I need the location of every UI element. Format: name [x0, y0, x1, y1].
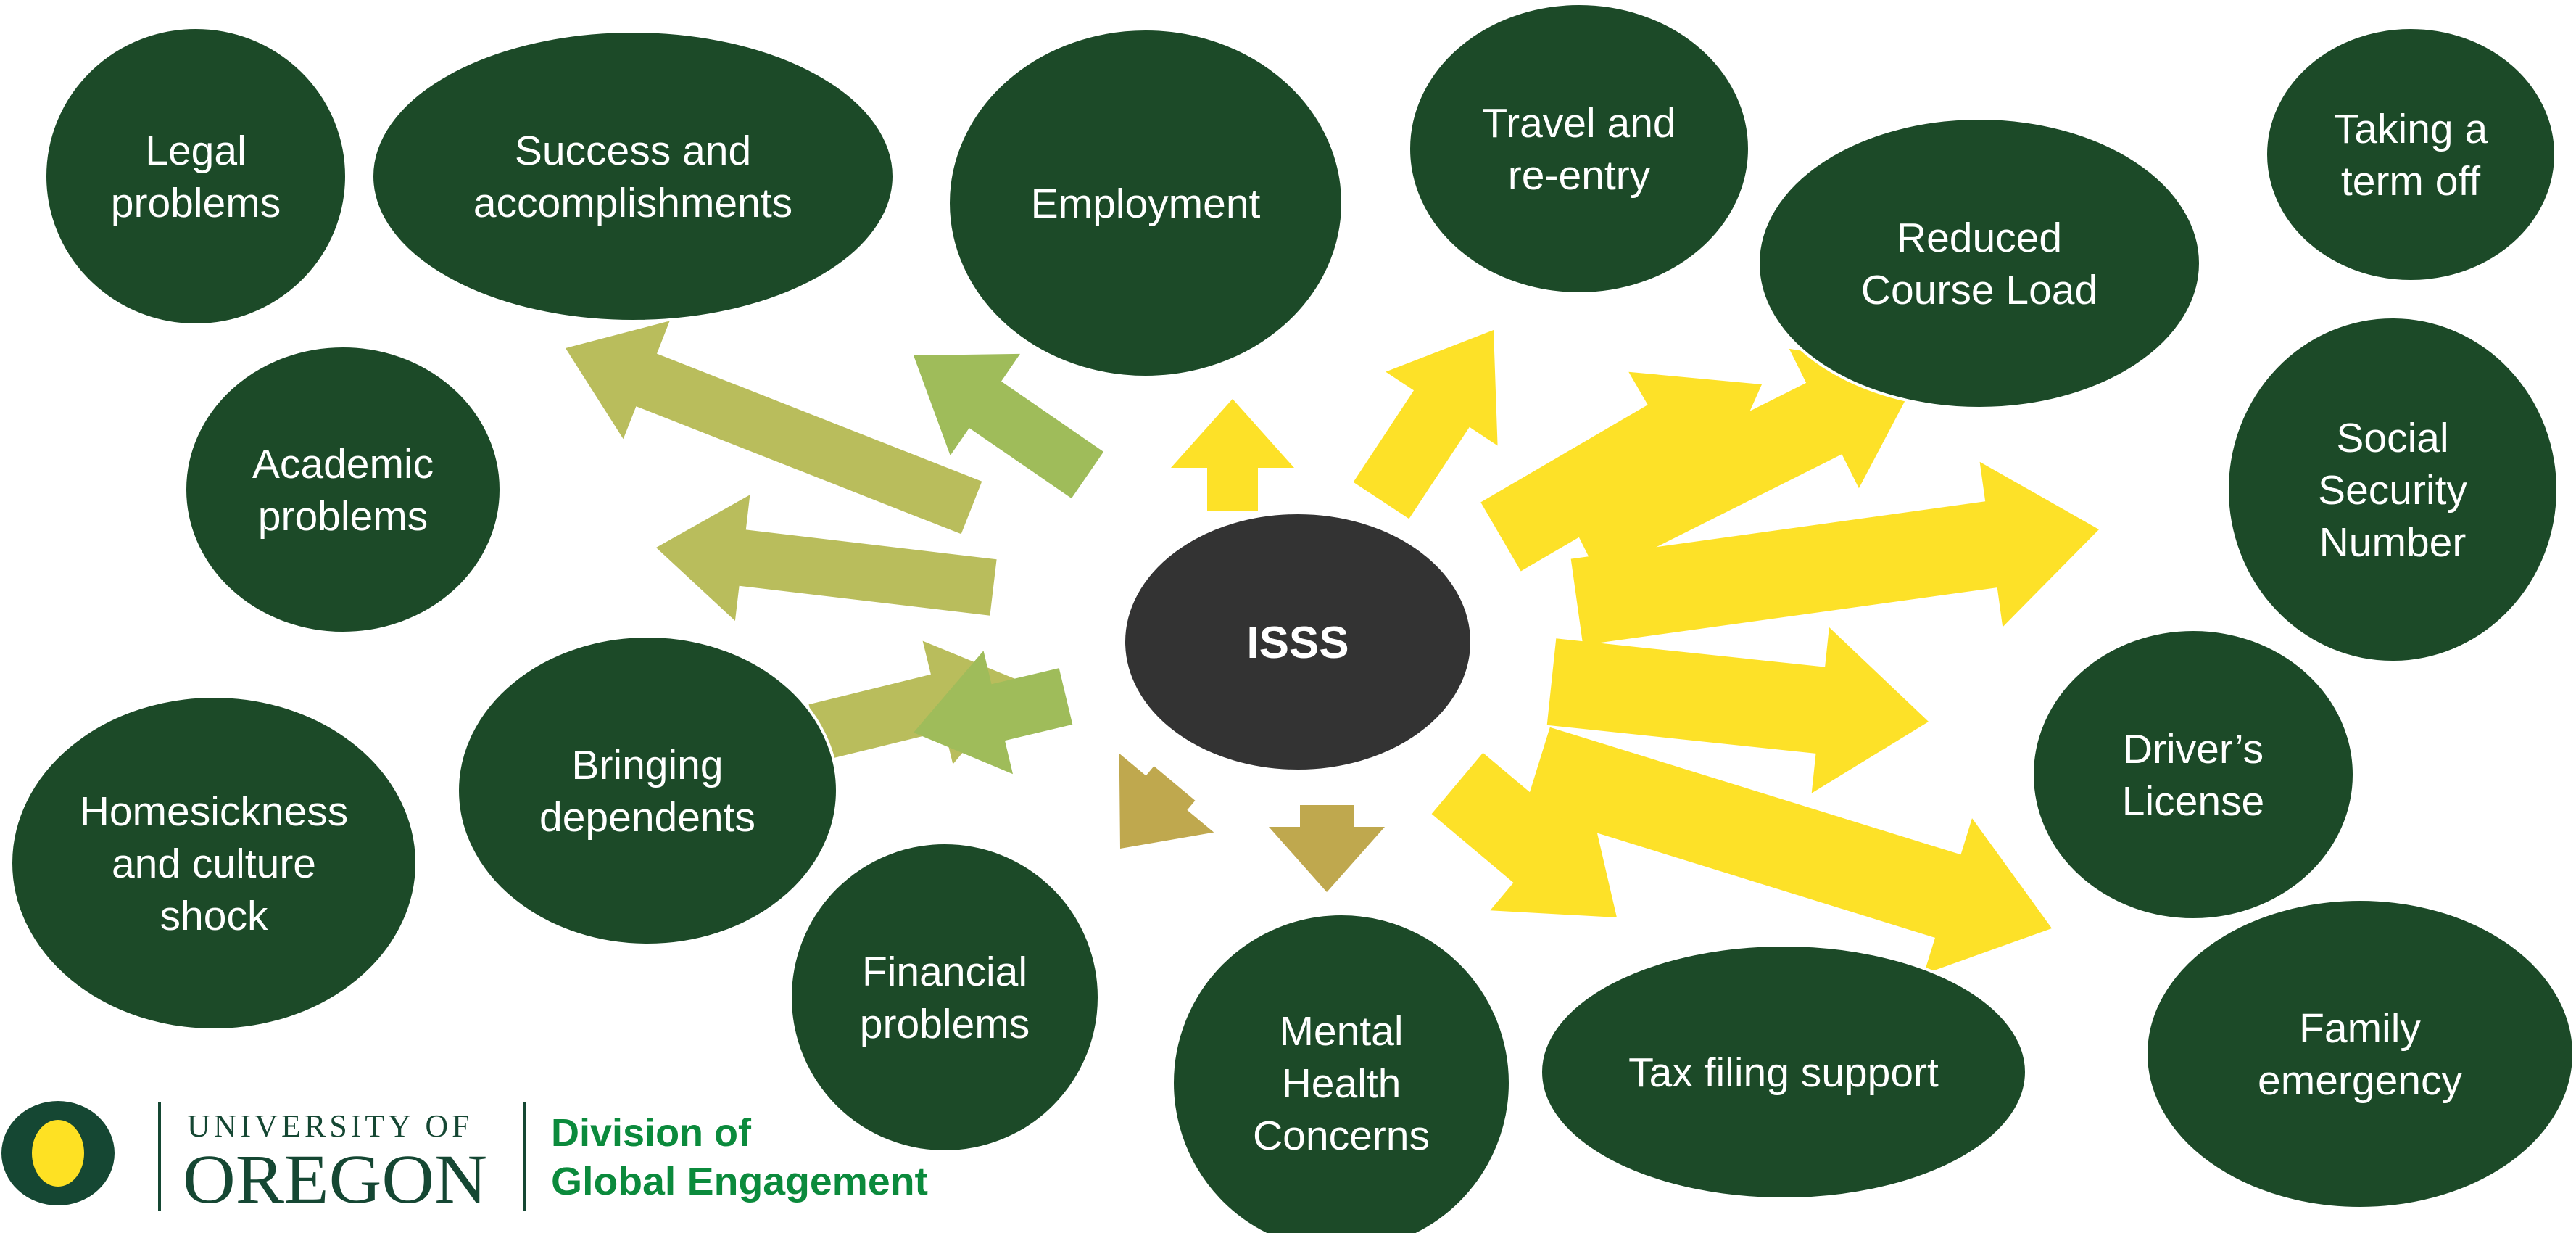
oregon-text: OREGON	[183, 1140, 487, 1218]
arrow-to-travel	[1353, 330, 1498, 519]
arrow-to-financial	[1119, 753, 1214, 849]
bubble-label: Employment	[1031, 181, 1261, 227]
arrow-to-employment	[914, 353, 1104, 499]
global-engagement-text: Global Engagement	[551, 1160, 928, 1203]
arrow-to-course-load-2	[1562, 348, 1921, 577]
division-of-text: Division of	[551, 1111, 752, 1155]
bubble-tax: Tax filing support	[1539, 944, 2028, 1200]
arrows-layer	[566, 321, 2099, 975]
logo-divider	[523, 1102, 526, 1211]
logo-divider	[158, 1102, 161, 1211]
arrow-to-academic	[656, 495, 997, 621]
arrow-to-mental	[1269, 805, 1385, 892]
arrow-to-ssn	[1570, 461, 2099, 646]
arrow-to-course-load	[1480, 371, 1762, 572]
university-of-text: UNIVERSITY OF	[187, 1108, 473, 1144]
arrow-to-dependents	[914, 651, 1073, 775]
center-bubble-isss: ISSS	[1122, 511, 1473, 772]
arrow-to-success	[566, 321, 982, 535]
arrow-to-travel-small	[1171, 399, 1294, 511]
arrow-to-family	[1524, 727, 2052, 975]
uo-o-logo-icon	[1, 1101, 115, 1205]
bubble-employment: Employment	[947, 28, 1344, 379]
arrow-to-tax	[1431, 752, 1617, 917]
arrow-to-license	[1546, 627, 1929, 793]
bubble-label: Tax filing support	[1628, 1050, 1939, 1096]
center-label: ISSS	[1246, 618, 1349, 668]
